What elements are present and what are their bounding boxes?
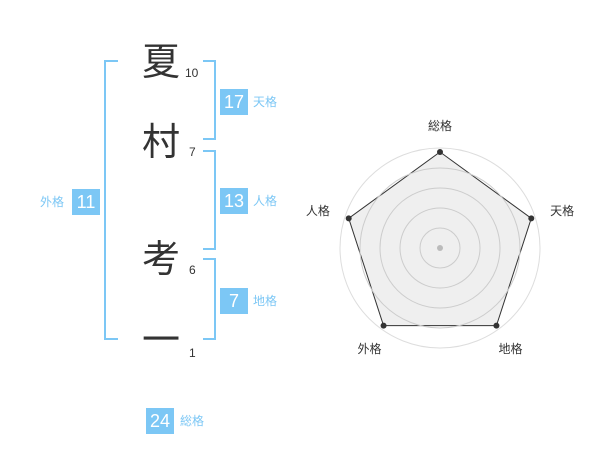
radar-point-0 (437, 149, 443, 155)
chikaku-score: 7 (220, 288, 248, 314)
jinkaku-bracket (203, 150, 216, 250)
jinkaku-label: 人格 (253, 194, 278, 208)
tenkaku-score: 17 (220, 89, 248, 115)
gaikaku-label: 外格 (40, 195, 65, 209)
radar-inner-ring-3 (379, 187, 501, 309)
radar-point-2 (493, 322, 500, 329)
radar-point-1 (528, 215, 535, 222)
soukaku-score: 24 (146, 408, 174, 434)
stroke-count-4: 1 (189, 346, 196, 360)
radar-point-4 (345, 215, 352, 222)
radar-axis-label-4: 人格 (306, 203, 330, 218)
radar-point-3 (380, 322, 387, 329)
chikaku-label: 地格 (253, 294, 278, 308)
radar-axis-label-2: 地格 (499, 341, 523, 356)
stroke-count-3: 6 (189, 263, 196, 277)
radar-inner-ring-4 (359, 167, 521, 329)
radar-shape (348, 151, 532, 327)
radar-center-dot (437, 245, 443, 251)
name-char-4: 一 (141, 318, 180, 362)
radar-inner-ring-1 (419, 227, 461, 269)
radar-axis-label-0: 総格 (428, 118, 452, 133)
radar-inner-ring-2 (399, 207, 481, 289)
stroke-count-1: 10 (185, 66, 199, 80)
tenkaku-label: 天格 (253, 95, 278, 109)
jinkaku-score: 13 (220, 188, 248, 214)
name-char-2: 村 (141, 120, 180, 164)
radar-axis-label-1: 天格 (550, 203, 574, 218)
name-char-3: 考 (141, 237, 180, 281)
radar-axis-label-3: 外格 (357, 341, 381, 356)
tenkaku-bracket (203, 60, 216, 140)
name-char-1: 夏 (141, 40, 180, 84)
radar-points (345, 149, 535, 329)
chikaku-bracket (203, 258, 216, 340)
soukaku-label: 総格 (180, 414, 205, 428)
gaikaku-score: 11 (72, 189, 100, 215)
stroke-count-2: 7 (189, 145, 196, 159)
gaikaku-bracket (104, 60, 118, 340)
